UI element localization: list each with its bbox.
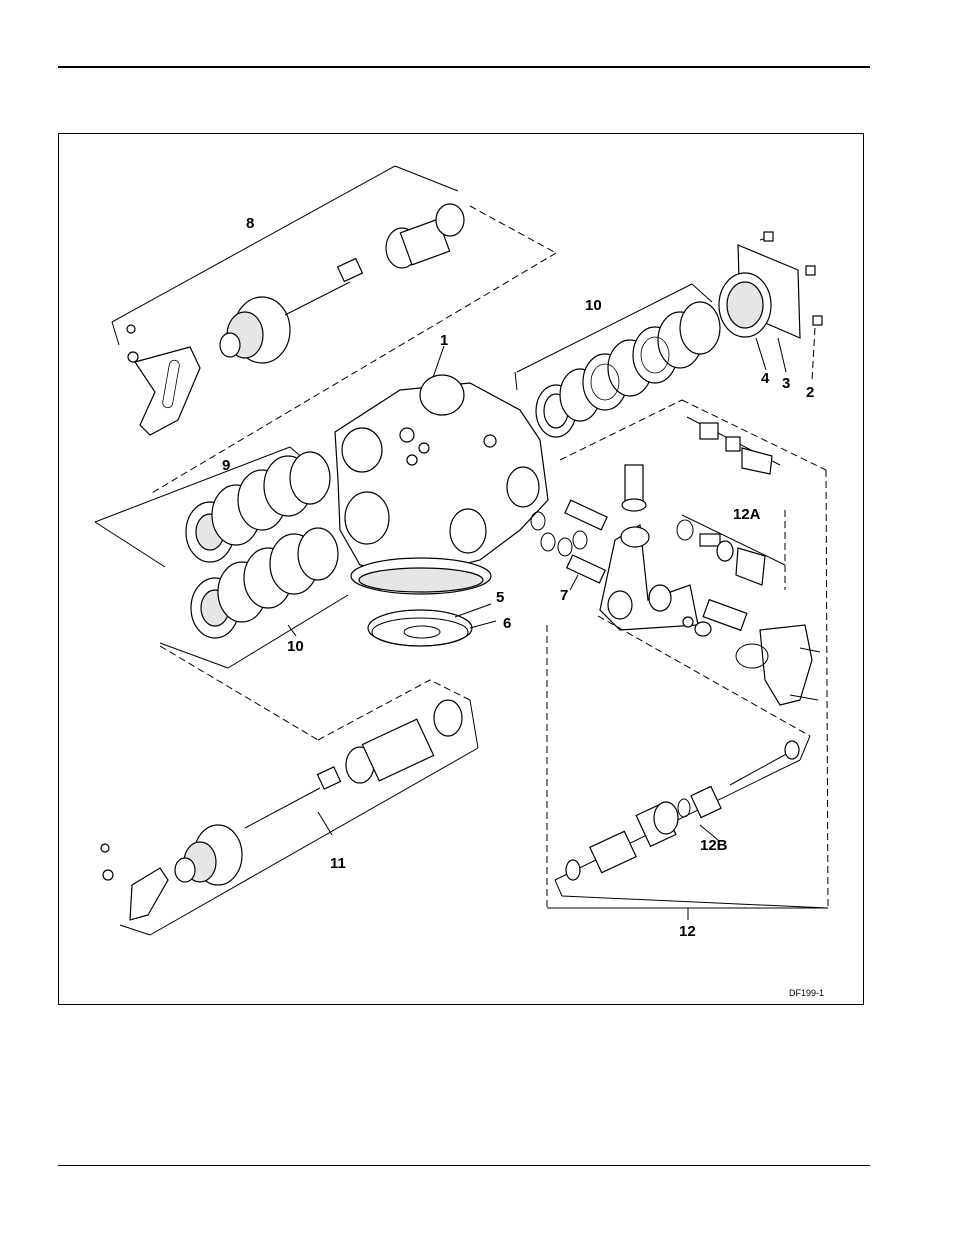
callout-12b: 12B (700, 837, 728, 854)
seal-rings-5-6 (368, 604, 496, 646)
o-ring-5 (368, 610, 472, 646)
callout-9: 9 (222, 457, 230, 474)
callout-8: 8 (246, 215, 254, 232)
callout-4: 4 (761, 370, 770, 387)
callout-12: 12 (679, 923, 696, 940)
end-cap-assembly (719, 232, 822, 380)
screw-2b (806, 266, 815, 275)
figure-id-label: DF199-1 (789, 988, 824, 998)
callout-5: 5 (496, 589, 504, 606)
callout-6: 6 (503, 615, 511, 632)
seal-spacer-stack-9-10-left (95, 447, 348, 668)
coupler-8 (338, 259, 363, 282)
connector-tubes-7 (531, 500, 607, 590)
callout-11: 11 (330, 855, 346, 872)
screw-2c (813, 316, 822, 325)
screw-2a (764, 232, 773, 241)
assembly-12-group (547, 400, 828, 920)
mounting-bracket-11 (130, 868, 168, 920)
assembly-11-group (101, 646, 478, 935)
washer-8 (128, 352, 138, 362)
seal-spacer-stack-10-top (515, 284, 720, 437)
callout-7: 7 (560, 587, 568, 604)
screw-8a (127, 325, 135, 333)
callout-12a: 12A (733, 506, 761, 523)
callout-10-top: 10 (585, 297, 602, 314)
callout-10-bottom: 10 (287, 638, 304, 655)
callout-3: 3 (782, 375, 790, 392)
injector-cover (760, 625, 812, 705)
callout-1: 1 (440, 332, 448, 349)
footer-rule (58, 1165, 870, 1166)
callout-2: 2 (806, 384, 814, 401)
mounting-bracket-8 (135, 347, 200, 435)
